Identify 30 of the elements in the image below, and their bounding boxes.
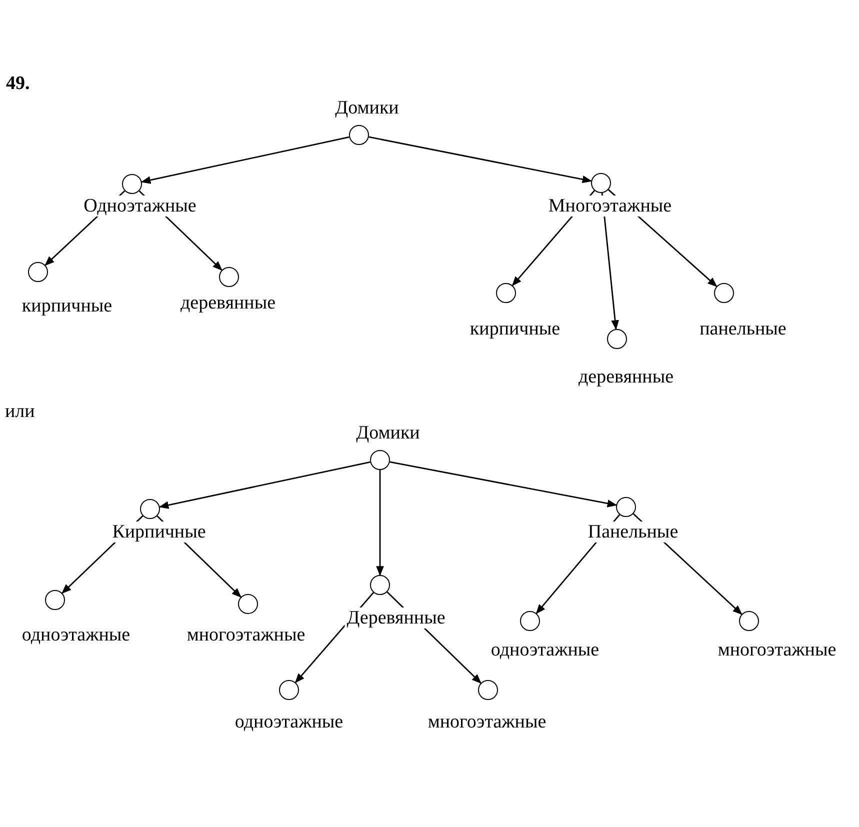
- circle-node: [496, 283, 516, 303]
- circle-node: [591, 173, 611, 193]
- circle-node: [28, 262, 48, 282]
- circle-node: [219, 267, 239, 287]
- exercise-number: 49.: [6, 74, 30, 93]
- circle-node: [45, 590, 65, 610]
- circle-node: [478, 680, 498, 700]
- circle-node: [714, 283, 734, 303]
- node-label: Деревянные: [344, 608, 448, 628]
- circle-node: [616, 497, 636, 517]
- circle-node: [607, 329, 627, 349]
- node-label: Многоэтажные: [546, 196, 674, 216]
- arrow: [376, 470, 384, 576]
- arrow: [140, 136, 350, 184]
- arrow: [158, 461, 370, 509]
- circle-node: [279, 680, 299, 700]
- circle-node: [140, 499, 160, 519]
- arrow: [390, 461, 618, 508]
- circle-node: [122, 174, 142, 194]
- circle-node: [520, 611, 540, 631]
- node-label: Кирпичные: [110, 522, 208, 542]
- circle-node: [370, 575, 390, 595]
- circle-node: [739, 611, 759, 631]
- node-label: Панельные: [586, 522, 680, 542]
- circle-node: [370, 450, 390, 470]
- note-text: или: [5, 402, 35, 421]
- node-label: Одноэтажные: [82, 196, 198, 216]
- circle-node: [349, 125, 369, 145]
- circle-node: [238, 594, 258, 614]
- arrow: [368, 136, 592, 184]
